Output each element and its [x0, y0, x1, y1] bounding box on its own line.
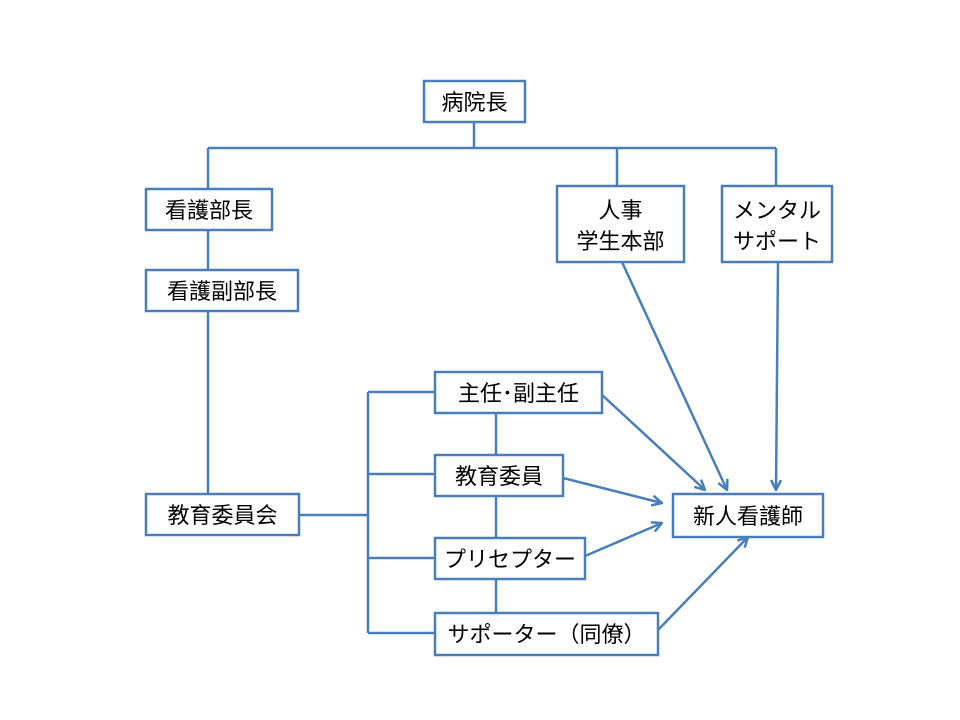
arrow-mental-to-new-nurse [776, 261, 778, 490]
box-nursing-director: 看護部長 [144, 187, 274, 232]
peer-supporter-label: サポーター（同僚） [447, 623, 645, 648]
box-new-nurse: 新人看護師 [671, 492, 825, 539]
arrow-peer-to-new-nurse [657, 537, 748, 631]
connectors [206, 122, 778, 635]
new-nurse-label: 新人看護師 [693, 505, 803, 530]
edu-committee-label: 教育委員会 [167, 504, 277, 529]
box-peer-supporter: サポーター（同僚） [433, 611, 660, 657]
arrow-edu-member-to-new-nurse [562, 476, 662, 503]
arrows [562, 261, 778, 631]
arrow-preceptor-to-new-nurse [584, 523, 662, 558]
box-edu-member: 教育委員 [433, 453, 565, 498]
mental-support-label-line1: メンタル [733, 199, 821, 224]
box-deputy-director: 看護副部長 [144, 268, 300, 313]
preceptor-label: プリセプター [444, 548, 576, 573]
box-mental-support: メンタル サポート [720, 184, 834, 264]
mental-support-label-line2: サポート [733, 230, 821, 255]
deputy-director-label: 看護副部長 [167, 280, 277, 305]
box-director: 病院長 [422, 79, 527, 124]
box-chief: 主任･副主任 [433, 370, 604, 415]
hr-label-line1: 人事 [598, 199, 642, 224]
director-label: 病院長 [441, 91, 507, 116]
edu-member-label: 教育委員 [455, 465, 543, 490]
arrow-chief-to-new-nurse [600, 393, 705, 490]
box-edu-committee: 教育委員会 [144, 492, 301, 537]
box-preceptor: プリセプター [433, 536, 587, 581]
nursing-director-label: 看護部長 [165, 199, 253, 224]
arrow-hr-to-new-nurse [620, 261, 727, 490]
hr-label-line2: 学生本部 [576, 230, 664, 255]
chief-label: 主任･副主任 [458, 382, 579, 407]
box-hr-student-office: 人事 学生本部 [555, 184, 686, 264]
